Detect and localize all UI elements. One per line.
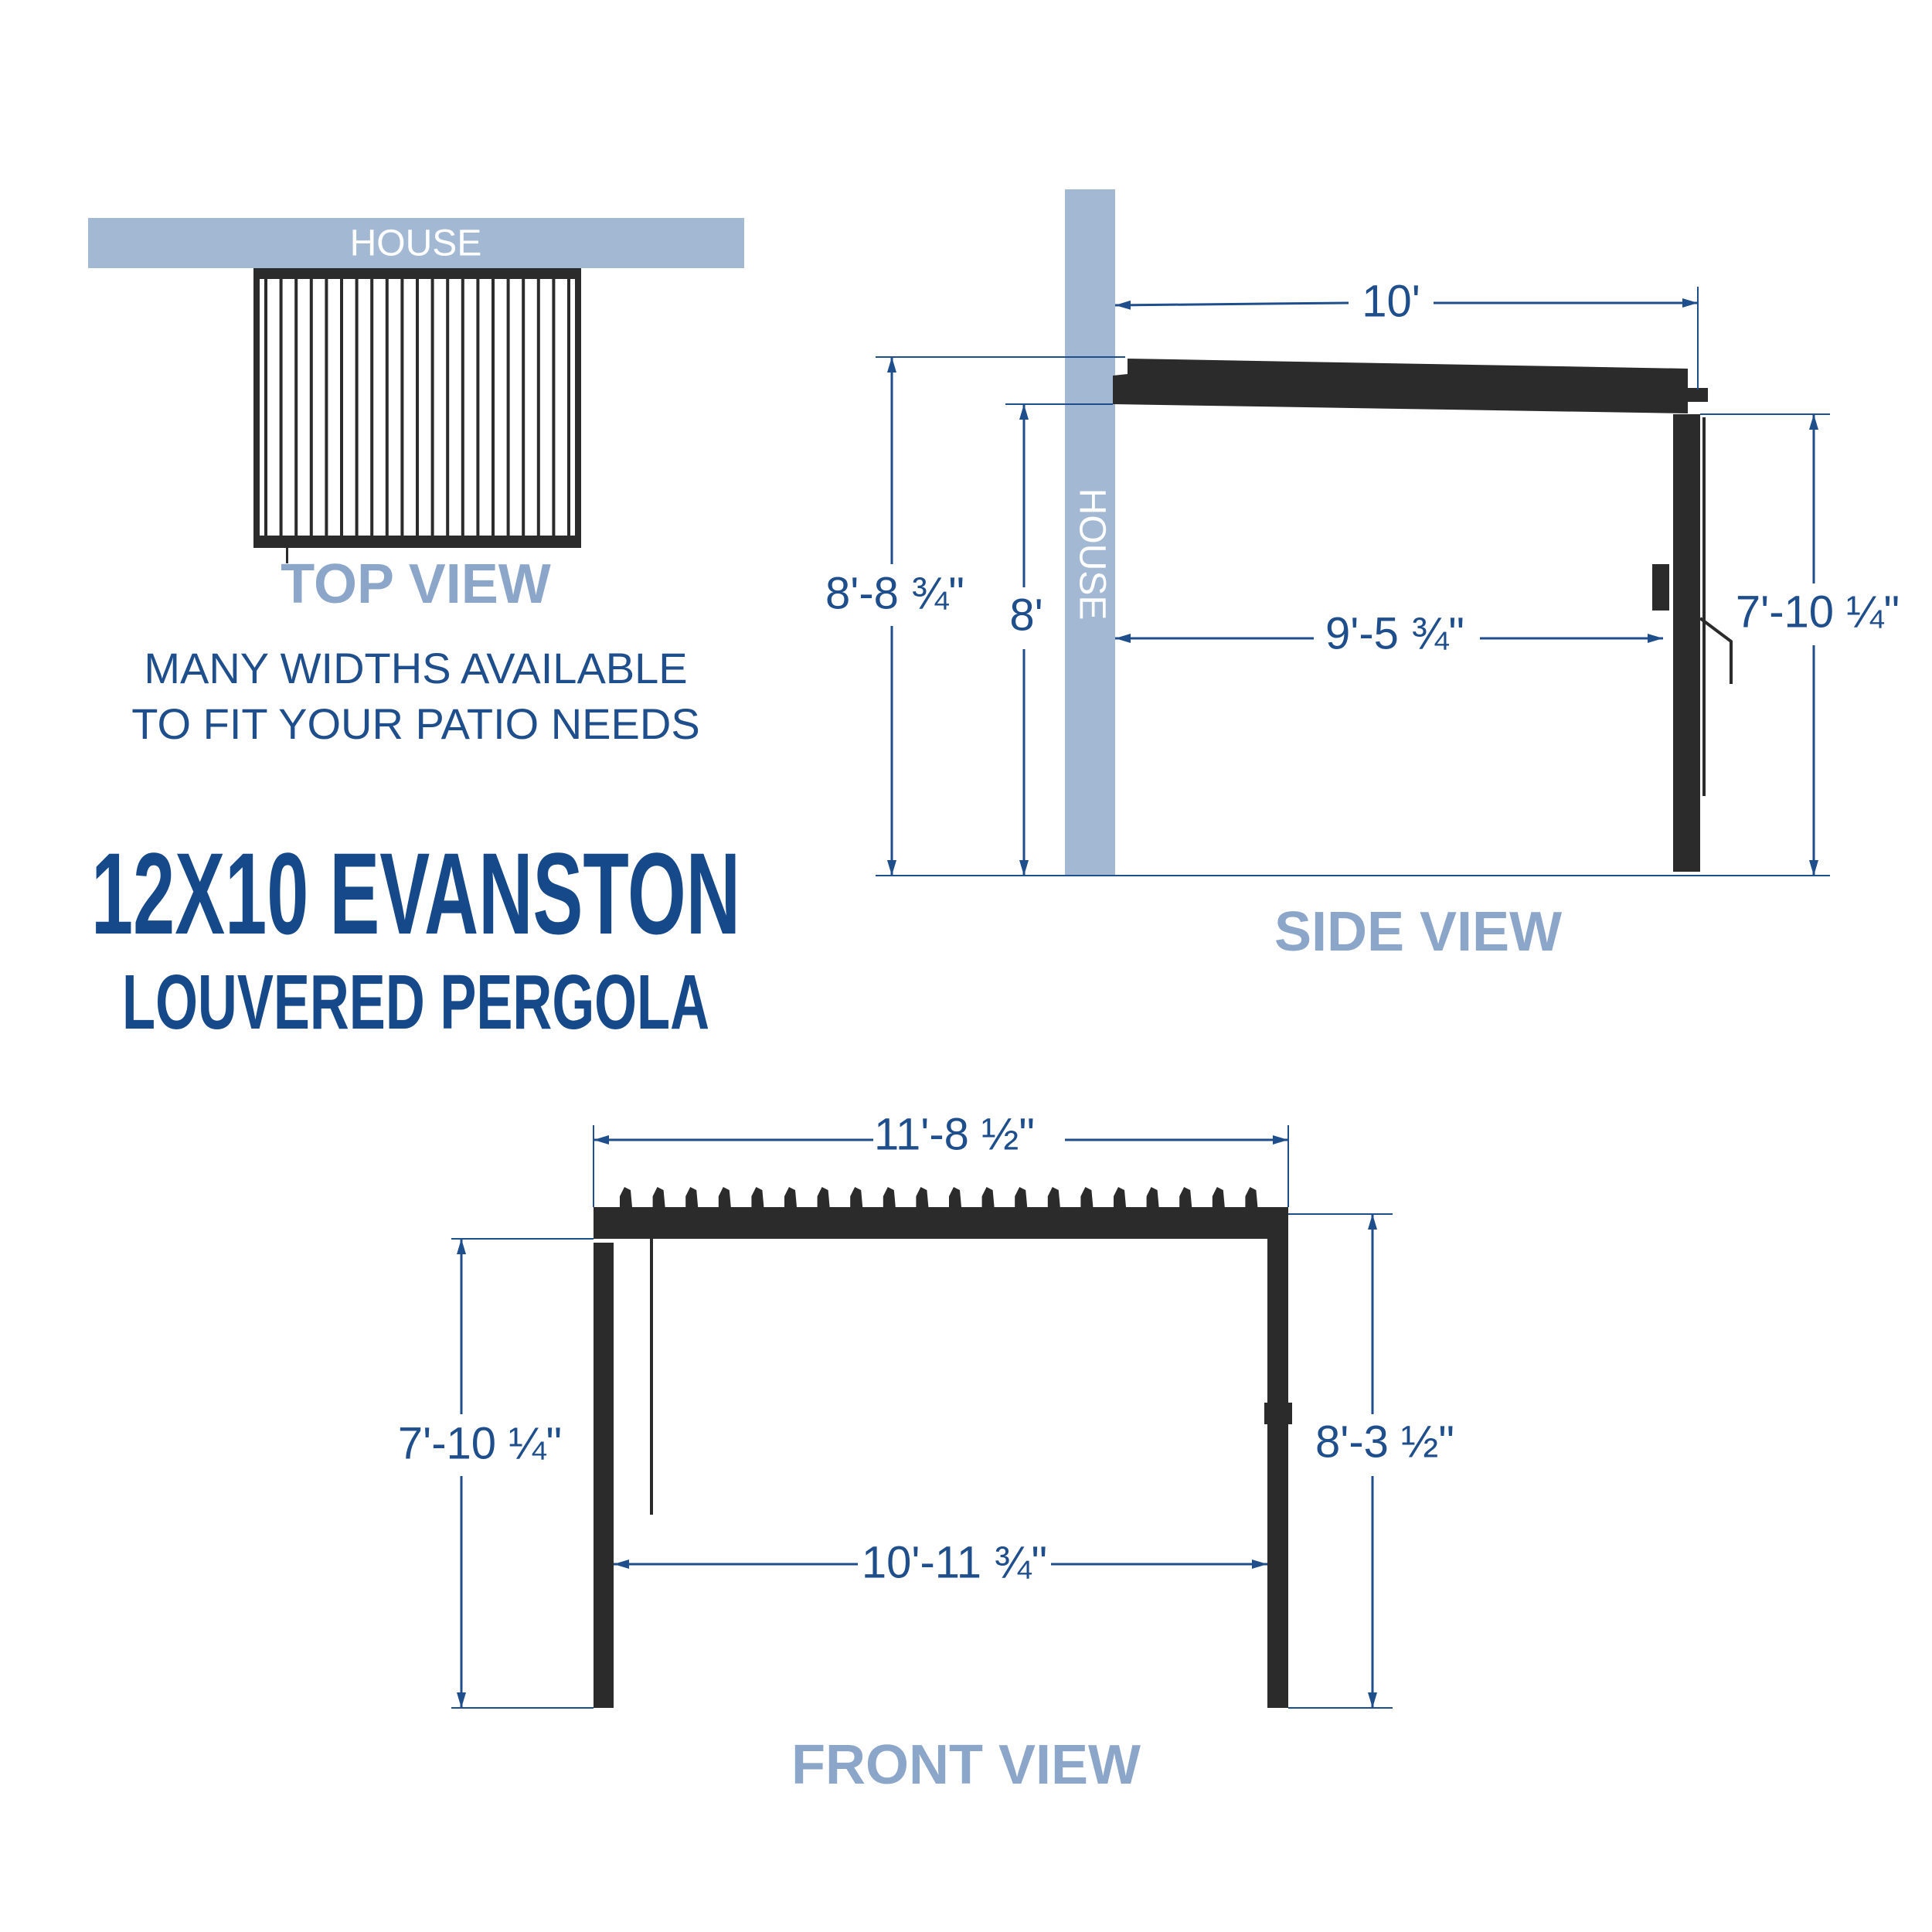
- dim-front-overall-height: 8'-3 ½": [1315, 1417, 1454, 1467]
- louver-end: [1146, 1187, 1159, 1207]
- right-post: [1267, 1207, 1288, 1708]
- louver: [355, 279, 359, 536]
- louver-end: [1047, 1187, 1060, 1207]
- louver: [492, 279, 495, 536]
- roof-beam: [1113, 359, 1688, 413]
- dim-side-overall-height: 8'-8 ¾": [825, 568, 964, 618]
- dim-side-mount-height: 8': [1009, 590, 1043, 640]
- dim-front-clear-width: 10'-11 ¾": [862, 1537, 1047, 1587]
- louver-end: [1015, 1187, 1028, 1207]
- louver: [461, 279, 464, 536]
- dim-side-depth: 10': [1362, 276, 1420, 326]
- louver-end: [850, 1187, 863, 1207]
- house-label: HOUSE: [350, 223, 482, 264]
- louver-end: [1080, 1187, 1094, 1207]
- louver-end: [1114, 1187, 1126, 1207]
- louver: [400, 279, 404, 536]
- louver: [325, 279, 328, 536]
- louver: [430, 279, 434, 536]
- louver: [522, 279, 526, 536]
- louver: [309, 279, 313, 536]
- louver: [264, 279, 267, 536]
- louver-end: [1245, 1187, 1258, 1207]
- louver-end: [916, 1187, 929, 1207]
- louver: [416, 279, 419, 536]
- top-view-label: TOP VIEW: [281, 553, 550, 615]
- louver-end: [981, 1187, 995, 1207]
- product-subtitle: LOUVERED PERGOLA: [122, 959, 709, 1046]
- left-post: [594, 1243, 614, 1708]
- dim-front-overall-width: 11'-8 ½": [874, 1109, 1035, 1159]
- louver-end: [1212, 1187, 1225, 1207]
- louver-end: [784, 1187, 797, 1207]
- louver: [506, 279, 510, 536]
- louver-end: [817, 1187, 830, 1207]
- top-view: HOUSE TOP VIEW MANY WIDTHS AVAILABLE TO …: [88, 218, 744, 748]
- louver: [340, 279, 343, 536]
- louver: [370, 279, 374, 536]
- front-beam: [594, 1207, 1288, 1239]
- louver: [536, 279, 540, 536]
- dim-front-clear-height: 7'-10 ¼": [398, 1418, 562, 1468]
- front-view: 11'-8 ½" 7'-10 ¼" 8'-3 ½" 10'-11 ¾" FRON…: [398, 1109, 1454, 1796]
- side-view-label: SIDE VIEW: [1274, 901, 1562, 963]
- louver: [446, 279, 450, 536]
- louver: [567, 279, 570, 536]
- house-wall: [88, 218, 744, 268]
- note-line-1: MANY WIDTHS AVAILABLE: [144, 644, 687, 692]
- louver-end: [652, 1187, 665, 1207]
- louver-end: [718, 1187, 731, 1207]
- dim-side-clear-depth: 9'-5 ¾": [1325, 608, 1464, 658]
- house-wall-side: [1065, 189, 1115, 876]
- louver-end: [685, 1187, 699, 1207]
- louver-end: [949, 1187, 961, 1207]
- side-view: HOUSE 10' 8'-8 ¾" 8' 9'-5 ¾" 7'-10 ¼" SI…: [819, 189, 1900, 963]
- front-view-label: FRONT VIEW: [791, 1734, 1141, 1796]
- louver-end: [1179, 1187, 1192, 1207]
- louver: [476, 279, 480, 536]
- louver: [279, 279, 283, 536]
- louver-end: [751, 1187, 764, 1207]
- house-label-side: HOUSE: [1071, 488, 1112, 621]
- louver-end: [620, 1187, 632, 1207]
- louver: [385, 279, 389, 536]
- post: [1673, 414, 1700, 872]
- product-title: 12X10 EVANSTON: [91, 828, 740, 958]
- louver-ends: [620, 1187, 1258, 1207]
- louver-end: [883, 1187, 896, 1207]
- note-line-2: TO FIT YOUR PATIO NEEDS: [131, 699, 699, 748]
- dim-side-post-height: 7'-10 ¼": [1736, 587, 1900, 637]
- louver: [552, 279, 556, 536]
- louver: [294, 279, 298, 536]
- louvers: [264, 279, 570, 536]
